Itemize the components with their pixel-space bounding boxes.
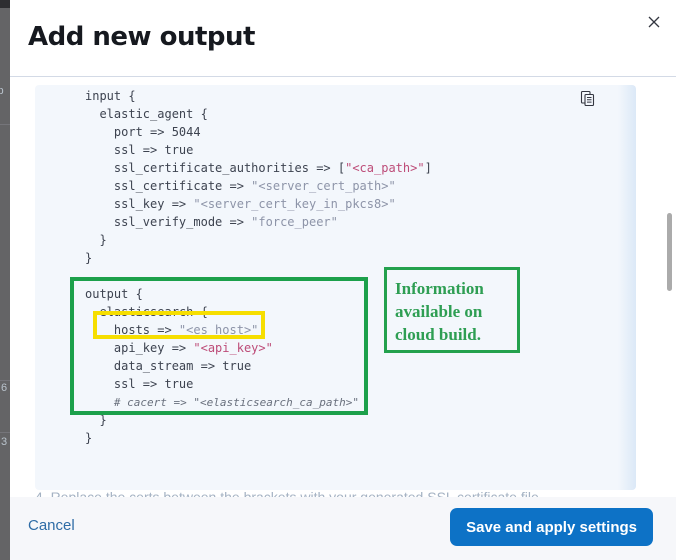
cancel-button[interactable]: Cancel [28, 517, 75, 534]
background-divider [0, 432, 10, 433]
code-scroll-fade [618, 85, 636, 490]
close-icon [647, 15, 661, 32]
code-line: ssl_verify_mode => "force_peer" [85, 215, 338, 229]
code-line: } [85, 431, 93, 445]
code-line: input { [85, 89, 136, 103]
code-line: ssl_certificate_authorities => ["<ca_pat… [85, 161, 432, 175]
code-line: api_key => "<api_key>" [85, 341, 273, 355]
header-divider [10, 76, 676, 77]
config-code-block: input { elastic_agent { port => 5044 ssl… [35, 85, 636, 490]
hosts-line-highlight [93, 311, 265, 339]
modal-title: Add new output [28, 22, 255, 52]
close-button[interactable] [640, 9, 668, 37]
code-line: } [85, 251, 93, 265]
background-page-fragment: ip [0, 85, 4, 97]
modal-header: Add new output [10, 0, 676, 76]
code-line: ssl_key => "<server_cert_key_in_pkcs8>" [85, 197, 396, 211]
code-line: elastic_agent { [85, 107, 208, 121]
modal-scroll-content[interactable]: input { elastic_agent { port => 5044 ssl… [10, 77, 676, 505]
background-page-fragment: 3 [1, 436, 8, 448]
background-page-topbar [0, 0, 10, 8]
code-line: ssl_certificate => "<server_cert_path>" [85, 179, 396, 193]
cloud-build-note: Information available on cloud build. [384, 267, 520, 353]
code-line: # cacert => "<elasticsearch_ca_path>" [113, 396, 359, 409]
code-line: } [85, 413, 107, 427]
code-line: output { [85, 287, 143, 301]
code-line: hosts => "<es_host>" [85, 323, 259, 337]
code-line: ssl => true [85, 143, 194, 157]
modal-footer: Cancel Save and apply settings [10, 497, 676, 560]
code-line: } [85, 233, 107, 247]
clipboard-copy-icon [579, 90, 596, 110]
background-page-fragment: 6 [1, 382, 8, 394]
code-line: port => 5044 [85, 125, 201, 139]
background-divider [0, 380, 10, 381]
output-block-outline [70, 277, 368, 415]
background-page-strip: ip 6 3 [0, 0, 10, 560]
config-code: input { elastic_agent { port => 5044 ssl… [85, 87, 432, 447]
add-output-modal: Add new output input { elastic_agent { p… [10, 0, 676, 560]
modal-scrollbar-thumb[interactable] [667, 213, 672, 291]
save-and-apply-button[interactable]: Save and apply settings [450, 508, 653, 546]
background-divider [0, 124, 10, 125]
code-line: data_stream => true [85, 359, 252, 373]
copy-button[interactable] [576, 89, 598, 111]
code-line: ssl => true [85, 377, 194, 391]
